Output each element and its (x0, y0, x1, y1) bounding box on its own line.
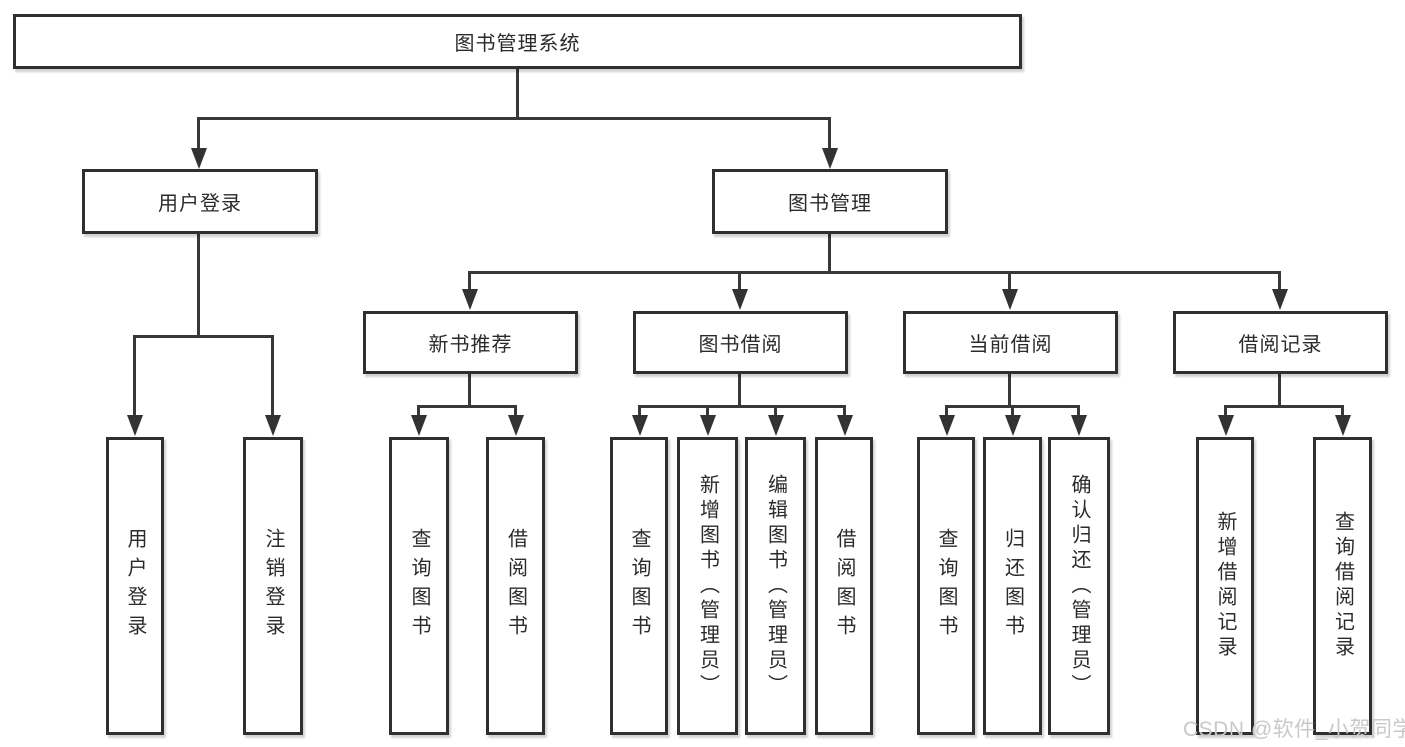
connector-root-stem (516, 67, 519, 119)
node-user-login: 用户登录 (82, 169, 318, 234)
leaf-logout: 注销登录 (243, 437, 303, 735)
leaf-current-confirm-return-admin-label: 确认归还（管理员） (1068, 473, 1090, 699)
leaf-user-login-label: 用户登录 (124, 528, 146, 644)
connector-user-login-stem (197, 231, 200, 337)
node-new-book-recommend: 新书推荐 (363, 311, 578, 374)
arrow-to-current-borrow (1008, 271, 1011, 289)
connector-level3-rail (468, 271, 1281, 274)
arrow-records-add (1224, 405, 1227, 415)
node-new-book-recommend-label: 新书推荐 (428, 334, 513, 356)
node-library-system-label: 图书管理系统 (454, 33, 581, 55)
leaf-borrow-query-books: 查询图书 (610, 437, 668, 735)
arrow-borrow-query (638, 405, 641, 415)
leaf-current-return-books-label: 归还图书 (1001, 528, 1024, 644)
arrow-current-query (945, 405, 948, 415)
leaf-borrow-edit-books-admin-label: 编辑图书（管理员） (764, 473, 787, 699)
leaf-borrow-add-books-admin: 新增图书（管理员） (677, 437, 738, 735)
leaf-records-query-record: 查询借阅记录 (1313, 437, 1372, 735)
node-current-borrow: 当前借阅 (903, 311, 1118, 374)
arrow-to-leaf-user-login (133, 335, 136, 415)
arrow-current-confirm (1077, 405, 1080, 415)
connector-borrow-rail (638, 405, 845, 408)
connector-recommend-stem (468, 372, 471, 407)
leaf-recommend-query-books: 查询图书 (389, 437, 449, 735)
arrow-borrow-edit (774, 405, 777, 415)
arrow-to-borrow-records (1278, 271, 1281, 289)
leaf-current-confirm-return-admin: 确认归还（管理员） (1048, 437, 1110, 735)
leaf-current-query-books-label: 查询图书 (935, 528, 957, 644)
node-library-system: 图书管理系统 (13, 14, 1022, 69)
connector-current-stem (1008, 372, 1011, 407)
arrow-to-user-login (197, 117, 200, 148)
csdn-watermark: CSDN @软件_小贺同学 (1183, 718, 1405, 741)
leaf-current-return-books: 归还图书 (983, 437, 1042, 735)
node-borrow-records-label: 借阅记录 (1238, 334, 1323, 356)
node-book-management: 图书管理 (712, 169, 948, 234)
leaf-borrow-query-books-label: 查询图书 (628, 528, 650, 644)
leaf-recommend-borrow-books: 借阅图书 (486, 437, 545, 735)
arrow-records-query (1341, 405, 1344, 415)
arrow-to-leaf-logout (271, 335, 274, 415)
connector-user-login-rail (133, 335, 274, 338)
connector-level2-rail (197, 117, 831, 120)
connector-book-management-stem (828, 231, 831, 274)
leaf-records-add-record: 新增借阅记录 (1196, 437, 1254, 735)
arrow-recommend-query (417, 405, 420, 415)
arrow-borrow-lend (843, 405, 846, 415)
leaf-current-query-books: 查询图书 (917, 437, 975, 735)
leaf-borrow-lend-books: 借阅图书 (815, 437, 873, 735)
arrow-to-new-book-recommend (468, 271, 471, 289)
arrow-to-book-borrow (738, 271, 741, 289)
arrow-to-book-management (828, 117, 831, 148)
node-book-management-label: 图书管理 (788, 193, 872, 215)
leaf-user-login: 用户登录 (106, 437, 164, 735)
arrow-borrow-add (706, 405, 709, 415)
leaf-logout-label: 注销登录 (262, 528, 284, 644)
leaf-records-query-record-label: 查询借阅记录 (1331, 511, 1354, 661)
connector-recommend-rail (417, 405, 516, 408)
leaf-borrow-lend-books-label: 借阅图书 (833, 528, 855, 644)
leaf-recommend-query-books-label: 查询图书 (408, 528, 430, 644)
connector-records-rail (1224, 405, 1343, 408)
connector-records-stem (1278, 372, 1281, 407)
leaf-borrow-edit-books-admin: 编辑图书（管理员） (745, 437, 806, 735)
arrow-current-return (1011, 405, 1014, 415)
node-book-borrow: 图书借阅 (633, 311, 848, 374)
arrow-recommend-borrow (514, 405, 517, 415)
connector-borrow-stem (738, 372, 741, 407)
leaf-recommend-borrow-books-label: 借阅图书 (504, 528, 527, 644)
node-current-borrow-label: 当前借阅 (968, 334, 1053, 356)
node-book-borrow-label: 图书借阅 (698, 334, 783, 356)
leaf-records-add-record-label: 新增借阅记录 (1214, 511, 1236, 661)
node-user-login-label: 用户登录 (158, 193, 242, 215)
node-borrow-records: 借阅记录 (1173, 311, 1388, 374)
leaf-borrow-add-books-admin-label: 新增图书（管理员） (696, 473, 719, 699)
